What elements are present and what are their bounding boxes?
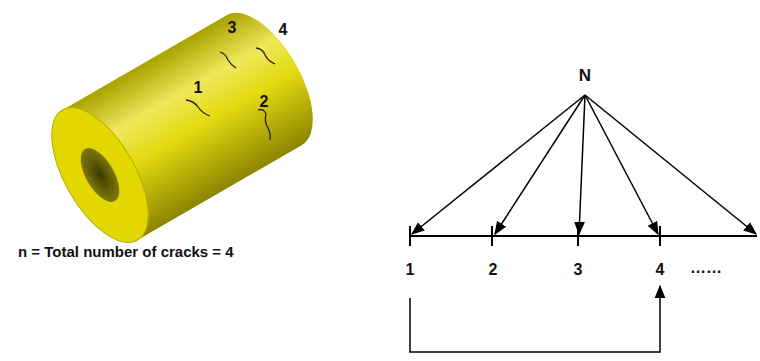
tick-number: 4 <box>656 261 665 279</box>
total-label: n = Total number of cracks = 4 <box>18 244 234 261</box>
ellipsis: …… <box>690 259 722 277</box>
number-line <box>410 226 757 246</box>
cylinder <box>32 0 332 257</box>
point-label: N <box>579 67 591 86</box>
callout-number: 4 <box>279 21 288 39</box>
callout-number: 3 <box>228 19 237 37</box>
callout-number: 2 <box>260 93 269 111</box>
callout-number: 1 <box>194 79 203 97</box>
arrows-from-n <box>412 95 756 234</box>
tick-number: 2 <box>489 261 498 279</box>
crack-marks <box>186 48 275 140</box>
tick-number: 1 <box>406 261 415 279</box>
tick-number: 3 <box>574 261 583 279</box>
bracket-arrow <box>410 286 660 352</box>
